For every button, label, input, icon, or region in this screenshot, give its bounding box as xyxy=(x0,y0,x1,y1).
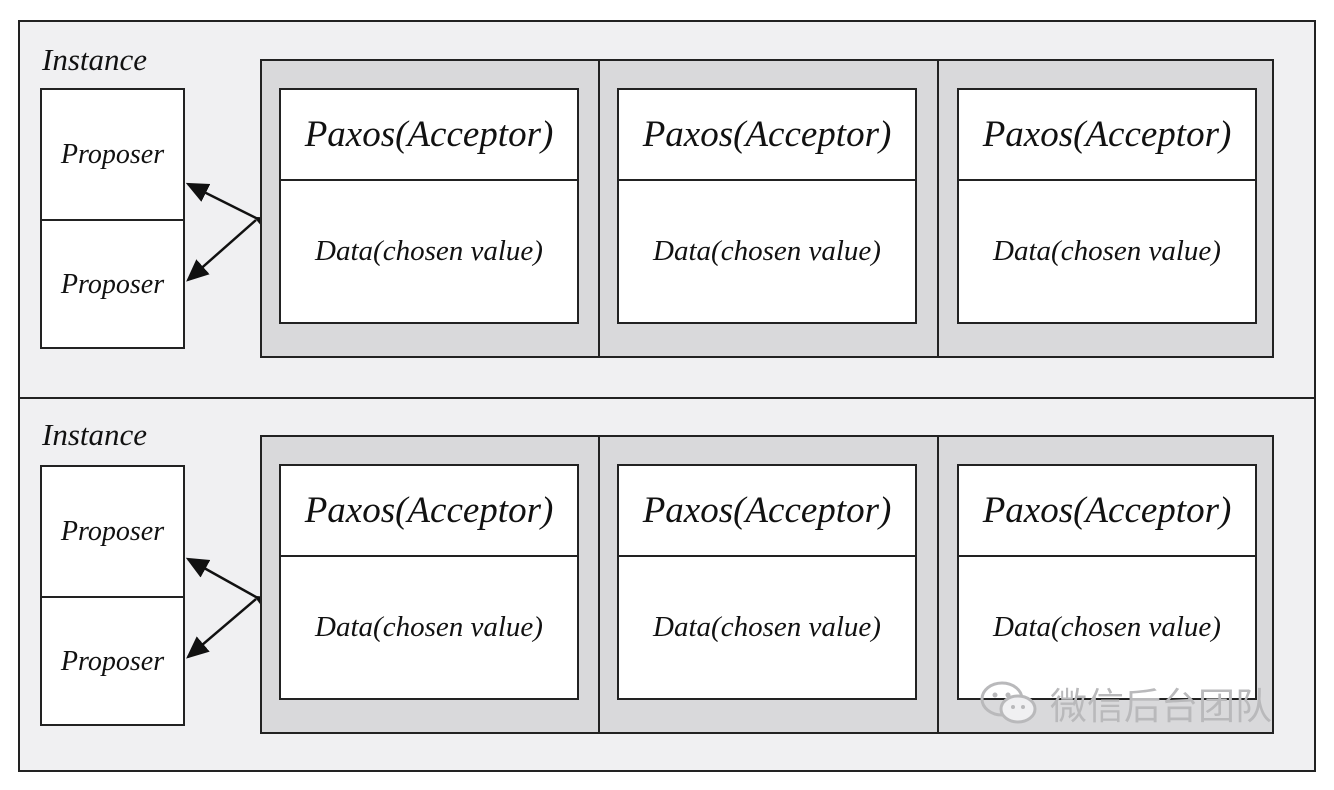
proposer-group: Proposer Proposer xyxy=(40,465,185,726)
wechat-icon xyxy=(980,681,1037,724)
acceptor-box: Paxos(Acceptor) Data(chosen value) xyxy=(617,88,917,324)
proposer-box-1: Proposer xyxy=(42,90,183,221)
watermark-text: 微信后台团队 xyxy=(1050,685,1272,728)
acceptor-group: Paxos(Acceptor) Data(chosen value) Paxos… xyxy=(260,59,1274,358)
proposer-group: Proposer Proposer xyxy=(40,88,185,349)
proposer-box-2: Proposer xyxy=(60,268,165,300)
acceptor-box: Paxos(Acceptor) Data(chosen value) xyxy=(957,464,1257,700)
arrow-line-1 xyxy=(185,557,279,616)
instance-label: Instance xyxy=(42,42,148,77)
instance-label: Instance xyxy=(42,417,148,452)
arrow-line-2 xyxy=(186,598,257,659)
arrow-line-2 xyxy=(186,219,257,282)
acceptor-box: Paxos(Acceptor) Data(chosen value) xyxy=(279,88,579,324)
instance-0: Instance Proposer Proposer Paxos(Accepto… xyxy=(20,22,1314,399)
acceptor-title: Paxos(Acceptor) xyxy=(619,466,915,557)
instance-1: Instance Proposer Proposer Paxos(Accepto… xyxy=(20,399,1314,772)
acceptor-title: Paxos(Acceptor) xyxy=(281,466,577,557)
acceptor-data: Data(chosen value) xyxy=(993,235,1221,267)
acceptor-group: Paxos(Acceptor) Data(chosen value) Paxos… xyxy=(260,435,1274,734)
acceptor-title: Paxos(Acceptor) xyxy=(959,90,1255,181)
acceptor-data: Data(chosen value) xyxy=(653,611,881,643)
acceptor-box: Paxos(Acceptor) Data(chosen value) xyxy=(957,88,1257,324)
acceptor-data: Data(chosen value) xyxy=(315,235,543,267)
acceptor-title: Paxos(Acceptor) xyxy=(959,466,1255,557)
acceptor-cell: Paxos(Acceptor) Data(chosen value) xyxy=(600,61,939,356)
watermark: 微信后台团队 xyxy=(978,676,1272,730)
acceptor-title: Paxos(Acceptor) xyxy=(281,90,577,181)
acceptor-cell: Paxos(Acceptor) Data(chosen value) xyxy=(939,437,1272,732)
acceptor-data: Data(chosen value) xyxy=(653,235,881,267)
acceptor-cell: Paxos(Acceptor) Data(chosen value) xyxy=(262,61,600,356)
proposer-box-2: Proposer xyxy=(60,645,165,677)
proposer-acceptor-arrows xyxy=(185,182,279,282)
acceptor-data: Data(chosen value) xyxy=(993,611,1221,643)
acceptor-box: Paxos(Acceptor) Data(chosen value) xyxy=(279,464,579,700)
proposer-acceptor-arrows xyxy=(185,557,279,659)
acceptor-cell: Paxos(Acceptor) Data(chosen value) xyxy=(939,61,1272,356)
acceptor-box: Paxos(Acceptor) Data(chosen value) xyxy=(617,464,917,700)
arrow-line-1 xyxy=(185,182,279,236)
acceptor-data: Data(chosen value) xyxy=(315,611,543,643)
acceptor-title: Paxos(Acceptor) xyxy=(619,90,915,181)
acceptor-cell: Paxos(Acceptor) Data(chosen value) xyxy=(262,437,600,732)
acceptor-cell: Paxos(Acceptor) Data(chosen value) xyxy=(600,437,939,732)
proposer-box-1: Proposer xyxy=(42,467,183,598)
diagram-frame: Instance Proposer Proposer Paxos(Accepto… xyxy=(18,20,1316,772)
